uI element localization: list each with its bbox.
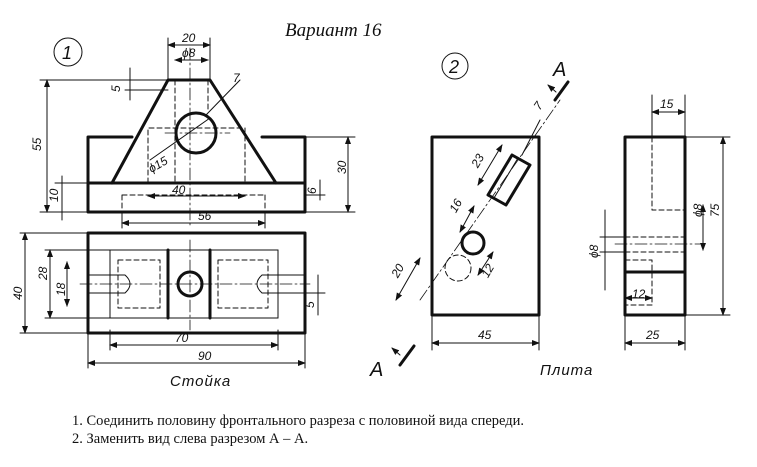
variant-title: Вариант 16 bbox=[285, 20, 382, 41]
dim-40-top: 40 bbox=[11, 286, 25, 300]
dim-phi15: ϕ15 bbox=[146, 153, 171, 175]
hidden-vertical-hole bbox=[174, 79, 209, 184]
dim-20-plate: 20 bbox=[388, 261, 407, 281]
hidden-pockets bbox=[117, 259, 269, 309]
dim-70: 70 bbox=[175, 331, 189, 345]
hidden-hole-side bbox=[624, 236, 686, 253]
top-view-outline bbox=[86, 231, 307, 335]
plate-hidden-hole bbox=[444, 254, 472, 282]
dim-10: 10 bbox=[47, 188, 61, 202]
section-line bbox=[419, 99, 561, 301]
dim-18: 18 bbox=[54, 282, 68, 296]
figure-2-number: 2 bbox=[448, 57, 459, 77]
plate-front-view: 7 23 16 12 20 45 bbox=[388, 98, 561, 351]
dim-90: 90 bbox=[198, 349, 212, 363]
figure-1-number: 1 bbox=[62, 43, 72, 63]
figure-1-stoyka: 1 20 ϕ8 7 bbox=[11, 31, 356, 390]
dim-25: 25 bbox=[645, 328, 660, 342]
dim-56: 56 bbox=[198, 209, 212, 223]
dim-23: 23 bbox=[468, 151, 487, 171]
top-view-dimensions: 40 28 18 5 70 90 bbox=[11, 232, 326, 369]
hidden-groove bbox=[121, 194, 266, 213]
dim-20: 20 bbox=[181, 31, 196, 45]
section-label-top: A bbox=[552, 59, 566, 81]
dim-7-plate: 7 bbox=[531, 98, 547, 113]
figure-2-caption: Плита bbox=[540, 362, 593, 379]
figure-1-number-circle bbox=[53, 37, 83, 67]
front-view-dimensions: 20 ϕ8 7 5 55 ϕ15 30 10 6 40 bbox=[30, 31, 356, 229]
front-view bbox=[86, 47, 307, 226]
section-arrow-top bbox=[553, 80, 570, 102]
dim-5-top: 5 bbox=[109, 85, 123, 92]
task-item-2: 2. Заменить вид слева разрезом А – А. bbox=[72, 431, 309, 447]
figure-1-caption: Стойка bbox=[170, 373, 231, 390]
dim-phi8-side-right: ϕ8 bbox=[691, 203, 705, 217]
inclined-slot bbox=[486, 153, 532, 207]
base-outline bbox=[86, 135, 307, 214]
dim-7: 7 bbox=[233, 71, 241, 85]
dim-45: 45 bbox=[478, 328, 492, 342]
dim-30: 30 bbox=[335, 160, 349, 174]
dim-40-front: 40 bbox=[172, 183, 186, 197]
plate-side-view: 15 ϕ8 75 ϕ8 12 25 bbox=[587, 94, 731, 351]
dim-phi8: ϕ8 bbox=[182, 46, 196, 60]
dim-16: 16 bbox=[446, 196, 465, 215]
dim-5-top-view: 5 bbox=[303, 301, 317, 308]
figure-2-plita: 2 A A 7 23 16 12 20 bbox=[369, 52, 731, 381]
dim-15-side: 15 bbox=[660, 97, 674, 111]
dim-75: 75 bbox=[708, 203, 722, 217]
figure-2-number-circle bbox=[441, 52, 469, 80]
section-label-bottom: A bbox=[369, 359, 383, 381]
dim-phi8-side-left: ϕ8 bbox=[587, 244, 601, 258]
dim-28: 28 bbox=[36, 266, 50, 281]
plate-hole bbox=[460, 230, 486, 256]
rib-outline bbox=[110, 78, 278, 185]
technical-drawing: Вариант 16 1 20 ϕ8 bbox=[11, 20, 731, 390]
section-arrow-bottom bbox=[398, 344, 416, 367]
dim-6: 6 bbox=[305, 187, 319, 194]
dim-12-plate: 12 bbox=[478, 261, 497, 280]
top-view bbox=[79, 231, 311, 335]
task-item-1: 1. Соединить половину фронтального разре… bbox=[72, 413, 525, 429]
plate-outline bbox=[430, 135, 541, 317]
task-list: 1. Соединить половину фронтального разре… bbox=[72, 412, 524, 448]
hidden-slot-side bbox=[651, 136, 686, 211]
hidden-hole-lower bbox=[624, 259, 653, 306]
dim-55: 55 bbox=[30, 137, 44, 151]
dim-12-side: 12 bbox=[632, 287, 646, 301]
